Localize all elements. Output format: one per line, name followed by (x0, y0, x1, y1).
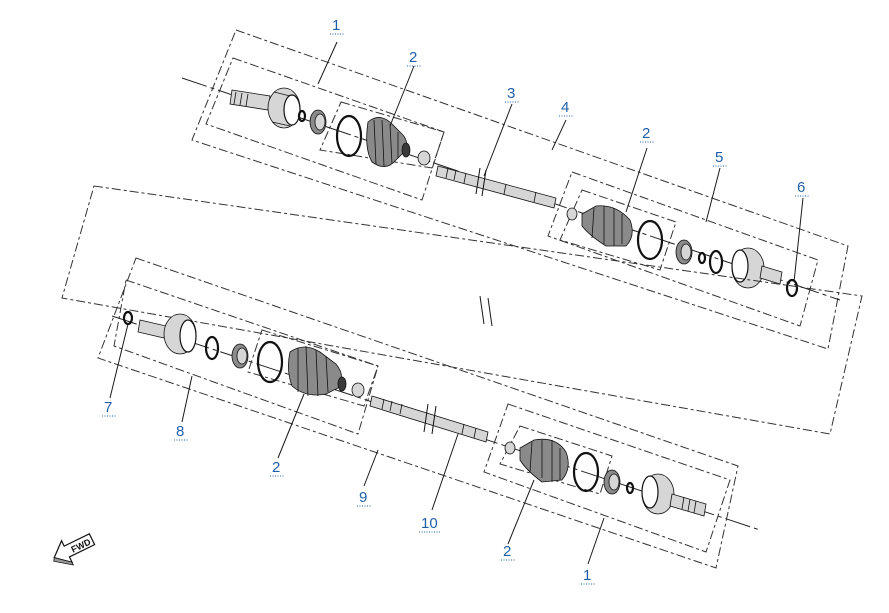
center-break-mark-1 (479, 295, 485, 325)
callout-3: 3 (507, 85, 515, 102)
upper-right-o-ring (708, 249, 724, 275)
assembly-1-top-boundary (205, 57, 445, 201)
assembly-5-boundary (547, 171, 819, 327)
lower-left-boot (288, 345, 347, 397)
forward-direction-arrow: FWD (53, 533, 96, 566)
upper-right-bearing-cage (675, 239, 693, 265)
callout-2-bottom-right: 2 (503, 543, 511, 560)
lower-shaft-assembly (97, 257, 761, 569)
upper-left-cv-housing (267, 87, 301, 129)
callout-2-top-right: 2 (642, 125, 650, 142)
upper-left-bearing-cage (309, 109, 327, 135)
lower-right-boot-clamp (572, 451, 600, 493)
callout-7: 7 (104, 399, 112, 416)
callout-9: 9 (359, 489, 367, 506)
assembly-9-boundary-upper (61, 185, 863, 435)
lower-left-boot-clamp (256, 340, 284, 384)
assembly-8-boundary (113, 279, 379, 435)
lower-right-boot (519, 438, 569, 483)
upper-right-circlip (785, 278, 799, 298)
center-break-mark-2 (487, 297, 493, 327)
lower-left-bearing-cage (231, 343, 249, 369)
upper-left-snap-ring (297, 109, 307, 123)
boot-kit-2-top-right-boundary (559, 189, 677, 271)
lower-axle-shaft (369, 395, 489, 443)
boot-kit-2-bottom-left-boundary (247, 329, 379, 407)
upper-right-snap-ring (697, 251, 707, 265)
callout-6: 6 (797, 179, 805, 196)
upper-left-stub-shaft (229, 89, 271, 111)
lower-right-bearing-cage (603, 469, 621, 495)
upper-left-boot (366, 117, 411, 167)
assembly-1-bottom-boundary (483, 403, 731, 553)
callout-2-top-left: 2 (409, 49, 417, 66)
assembly-9-boundary (97, 257, 739, 569)
leader-lines (109, 41, 804, 565)
callout-1-bottom: 1 (583, 567, 591, 584)
upper-right-boot-small-clamp (566, 207, 578, 221)
callout-8: 8 (176, 423, 184, 440)
lower-left-o-ring (204, 335, 220, 361)
lower-right-cv-housing (641, 473, 707, 517)
boot-kit-2-top-left-boundary (319, 101, 445, 169)
lower-right-snap-ring (625, 481, 635, 495)
upper-right-boot (581, 205, 633, 247)
lower-left-stub-shaft (137, 319, 167, 339)
upper-shaft-assembly (181, 29, 849, 350)
upper-right-cv-housing (731, 247, 783, 289)
lower-right-boot-small-clamp (504, 441, 516, 455)
lower-left-cv-housing (163, 313, 197, 355)
callout-2-bottom-left: 2 (272, 459, 280, 476)
lower-left-circlip (122, 310, 134, 326)
upper-left-boot-small-clamp (417, 150, 431, 166)
assembly-4-boundary (191, 29, 849, 350)
upper-right-boot-clamp (636, 219, 664, 261)
callout-1-top: 1 (332, 17, 340, 34)
callout-10: 10 (421, 515, 438, 532)
upper-left-boot-clamp (335, 114, 363, 158)
upper-axle-shaft (435, 165, 557, 209)
callout-labels: 1 2 3 4 2 5 6 7 8 2 9 10 2 1 (102, 17, 809, 585)
callout-5: 5 (715, 149, 723, 166)
lower-left-boot-small-clamp (351, 382, 365, 398)
callout-4: 4 (561, 99, 569, 116)
